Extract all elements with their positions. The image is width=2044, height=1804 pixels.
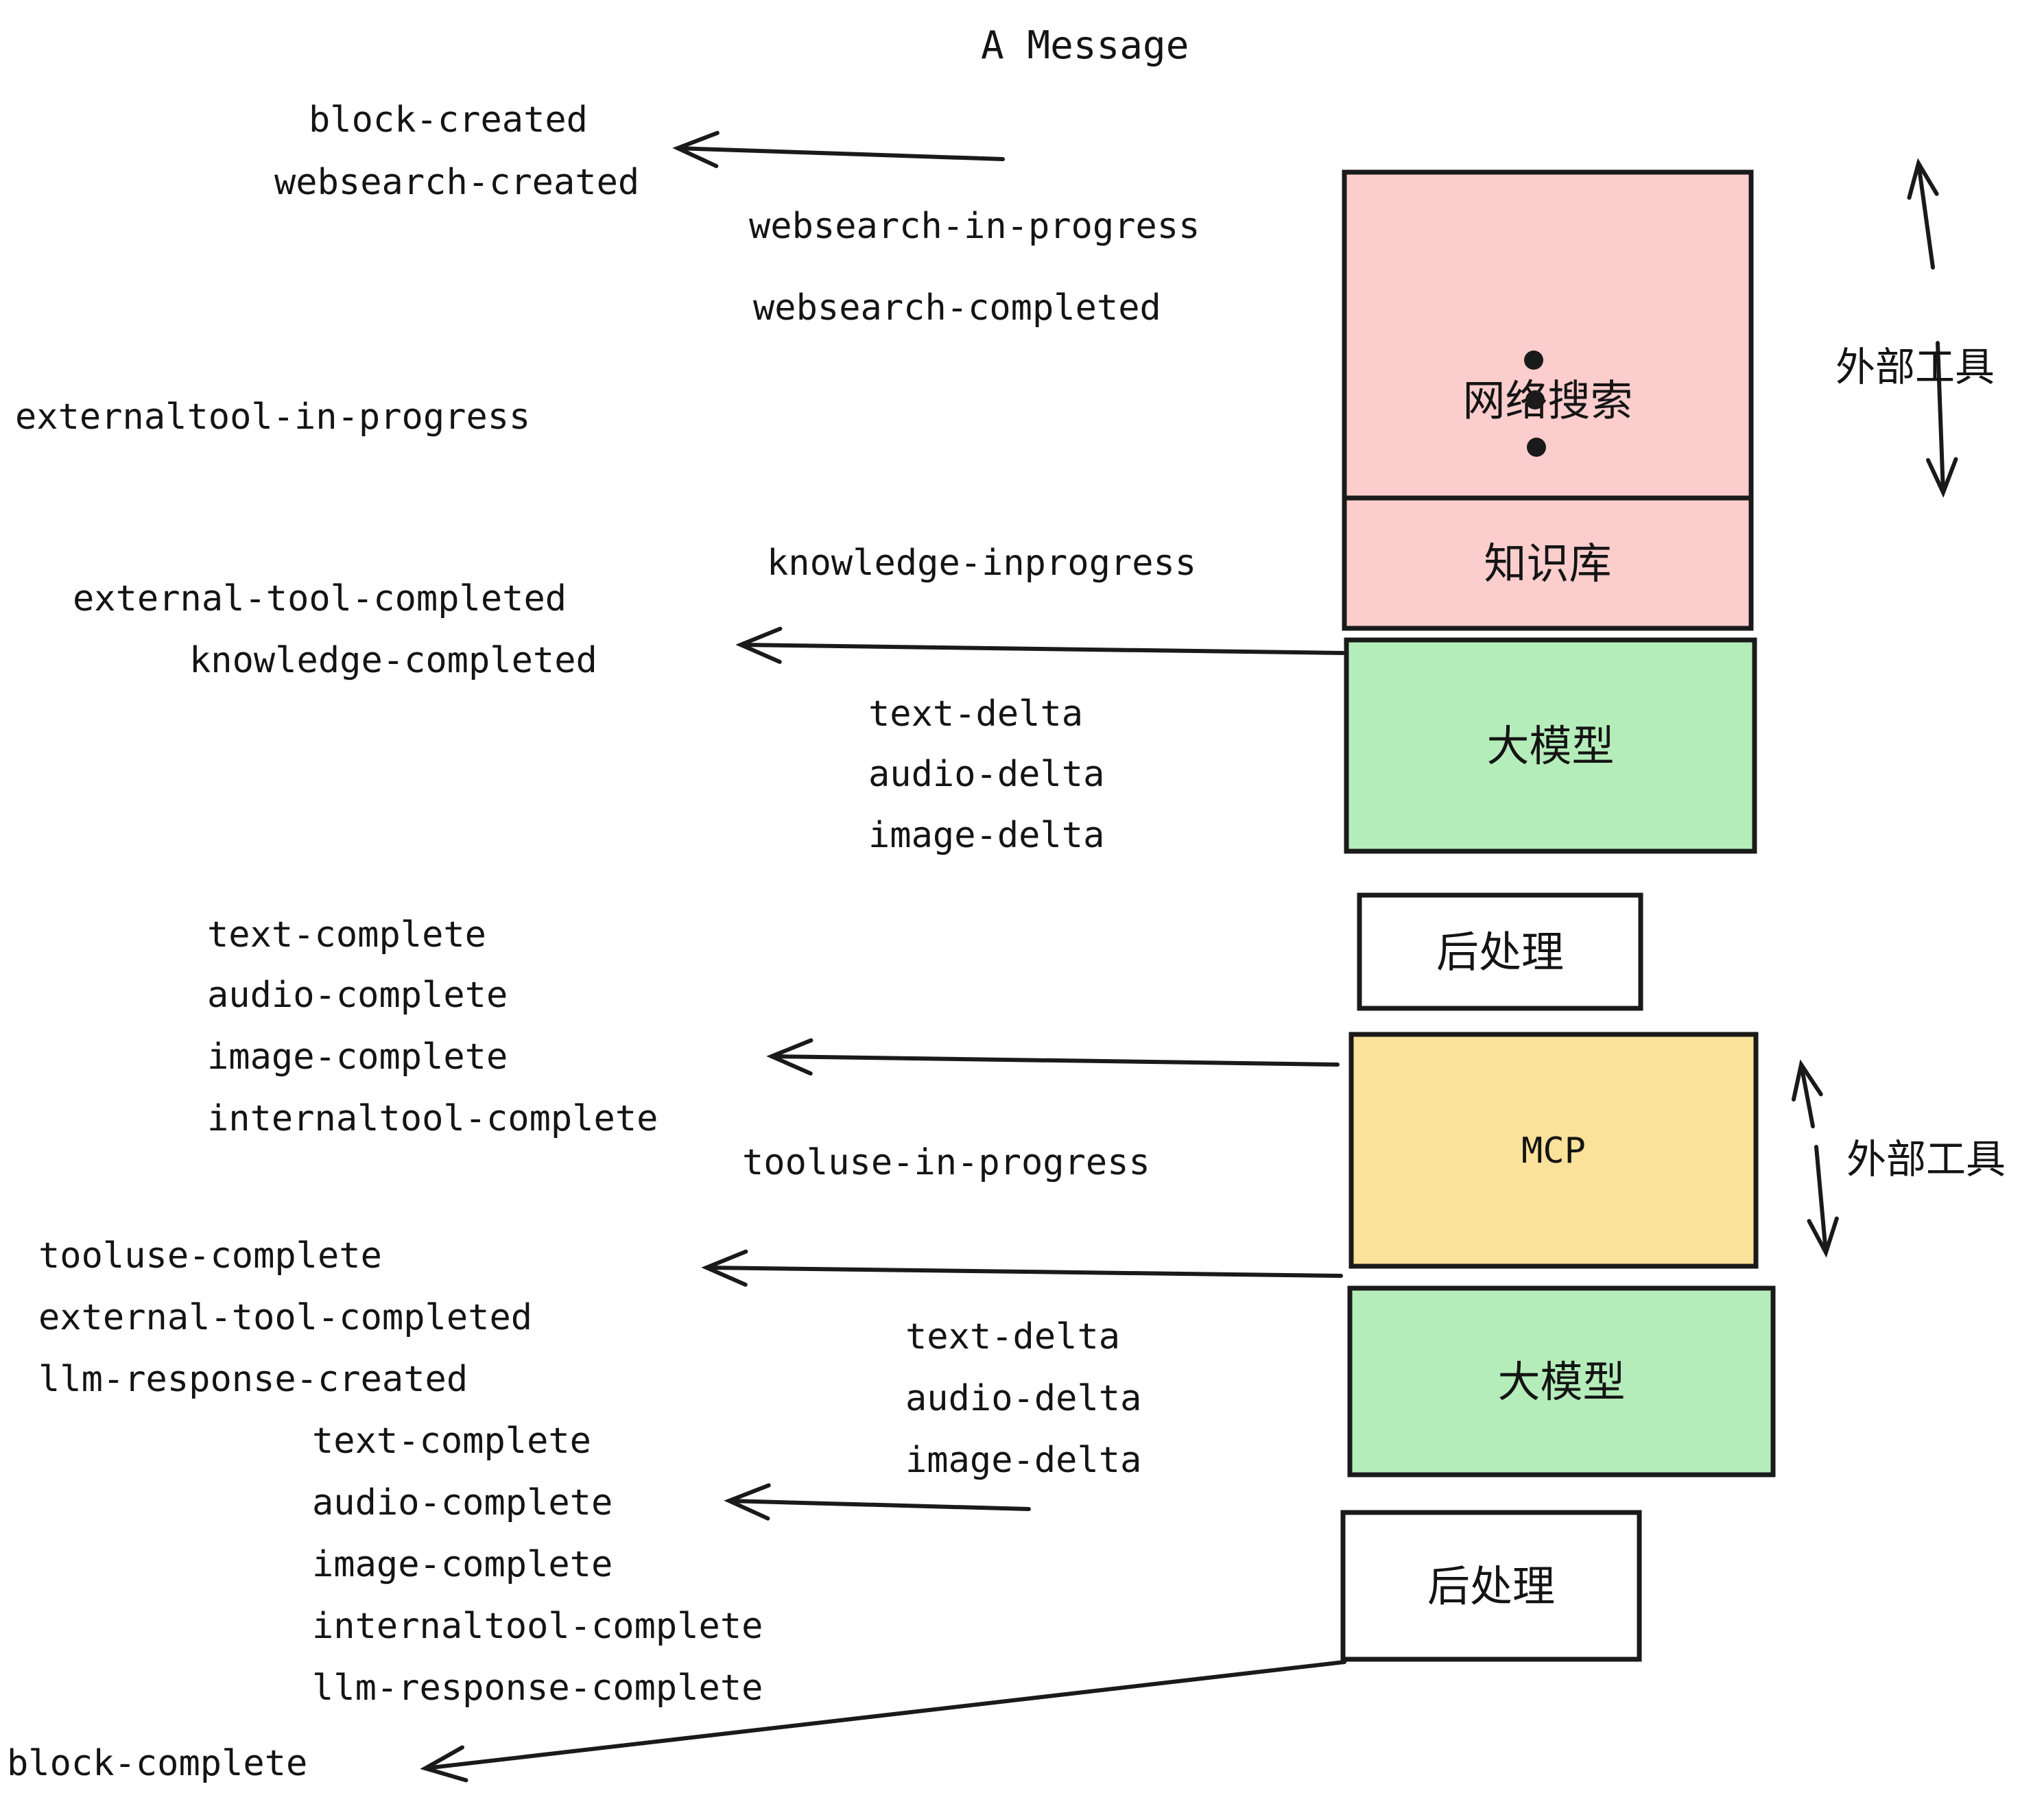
external-tool-arrow-down-top: [1926, 341, 1958, 498]
arrow-mcp-to-tooluse-head: [701, 1249, 748, 1287]
arrow-knowledge-to-completed-head: [735, 626, 783, 664]
event-label-websearch-in-progress: websearch-in-progress: [749, 206, 1200, 247]
external-tool-arrow-up-bottom-head: [1791, 1059, 1823, 1102]
arrow-knowledge-to-completed-line: [739, 643, 1345, 655]
event-label-audio-delta-1: audio-delta: [868, 754, 1104, 795]
event-label-internaltool-complete-1: internaltool-complete: [207, 1098, 658, 1139]
arrow-post-to-imagecomplete-head: [766, 1038, 813, 1076]
event-label-knowledge-inprogress: knowledge-inprogress: [767, 543, 1196, 584]
arrow-llm-to-audiocomplete-line: [727, 1499, 1031, 1511]
node-websearch-label: 网络搜索: [1462, 376, 1632, 426]
arrow-post-to-imagecomplete-line: [770, 1054, 1340, 1067]
event-label-externaltool-in-progress: externaltool-in-progress: [15, 396, 530, 438]
external-tool-arrow-down-top-head: [1926, 457, 1958, 498]
event-label-tooluse-complete: tooluse-complete: [38, 1235, 382, 1277]
event-label-text-complete-2: text-complete: [312, 1421, 591, 1462]
node-post-top[interactable]: 后处理: [1357, 892, 1643, 1011]
node-llm-top[interactable]: 大模型: [1344, 637, 1757, 854]
arrow-post-to-imagecomplete: [766, 1038, 1340, 1076]
node-llm-bottom-shape[interactable]: [1347, 1285, 1776, 1477]
node-llm-top-label: 大模型: [1486, 721, 1614, 771]
external-tool-arrow-up-top-line: [1916, 161, 1935, 270]
arrow-post-to-blockcomplete: [420, 1660, 1346, 1783]
arrow-websearch-to-blockcreated-line: [676, 146, 1005, 161]
event-label-text-complete-1: text-complete: [207, 914, 486, 956]
node-mcp-label: MCP: [1521, 1130, 1586, 1172]
ellipsis-dot-3: [1527, 438, 1546, 457]
event-label-llm-response-created: llm-response-created: [38, 1359, 468, 1400]
external-tool-arrow-up-top: [1907, 158, 1939, 270]
event-label-image-complete-2: image-complete: [312, 1544, 613, 1585]
event-label-audio-complete-1: audio-complete: [207, 975, 508, 1016]
arrow-mcp-to-tooluse: [701, 1249, 1343, 1287]
event-label-external-tool-completed-1: external-tool-completed: [73, 578, 567, 619]
event-label-internaltool-complete-2: internaltool-complete: [312, 1606, 763, 1647]
node-knowledge[interactable]: 知识库: [1342, 495, 1754, 631]
arrow-websearch-to-blockcreated-head: [672, 130, 720, 169]
side-label-external-tool-top: 外部工具: [1835, 344, 1995, 390]
event-label-websearch-completed: websearch-completed: [753, 287, 1161, 329]
node-post-bottom-label: 后处理: [1427, 1561, 1555, 1611]
node-knowledge-shape[interactable]: [1342, 495, 1754, 631]
page-title: A Message: [981, 23, 1189, 68]
node-post-top-shape[interactable]: [1357, 892, 1643, 1011]
external-tool-arrow-down-bottom-head: [1807, 1216, 1839, 1258]
arrow-post-to-blockcomplete-line: [423, 1660, 1346, 1770]
node-post-top-label: 后处理: [1436, 927, 1564, 977]
arrow-knowledge-to-completed: [735, 626, 1345, 664]
external-tool-arrow-down-top-line: [1936, 341, 1945, 495]
external-tool-arrow-up-bottom-line: [1799, 1063, 1815, 1128]
node-knowledge-label: 知识库: [1484, 538, 1611, 589]
event-label-tooluse-in-progress: tooluse-in-progress: [742, 1142, 1150, 1183]
arrow-websearch-to-blockcreated: [672, 130, 1005, 169]
node-mcp-shape[interactable]: [1348, 1032, 1759, 1269]
arrow-llm-to-audiocomplete-head: [724, 1483, 771, 1521]
event-label-image-delta-2: image-delta: [905, 1440, 1141, 1481]
event-label-knowledge-completed: knowledge-completed: [189, 640, 597, 681]
node-post-bottom[interactable]: 后处理: [1340, 1510, 1642, 1662]
external-tool-arrow-down-bottom: [1807, 1145, 1839, 1258]
node-llm-bottom[interactable]: 大模型: [1347, 1285, 1776, 1477]
event-label-image-complete-1: image-complete: [207, 1036, 508, 1078]
external-tool-arrow-up-top-head: [1907, 158, 1939, 200]
side-label-external-tool-bottom: 外部工具: [1846, 1136, 2006, 1183]
event-label-image-delta-1: image-delta: [868, 815, 1104, 856]
node-llm-top-shape[interactable]: [1344, 637, 1757, 854]
event-label-audio-delta-2: audio-delta: [905, 1378, 1141, 1419]
event-label-audio-complete-2: audio-complete: [312, 1482, 613, 1523]
node-mcp[interactable]: MCP: [1348, 1032, 1759, 1269]
event-label-websearch-created: websearch-created: [274, 162, 639, 203]
event-label-text-delta-1: text-delta: [868, 693, 1083, 735]
node-post-bottom-shape[interactable]: [1340, 1510, 1642, 1662]
ellipsis-dot-1: [1524, 351, 1543, 370]
arrow-llm-to-audiocomplete: [724, 1483, 1031, 1521]
external-tool-arrow-up-bottom: [1791, 1059, 1823, 1128]
node-llm-bottom-label: 大模型: [1497, 1357, 1625, 1407]
external-tool-arrow-down-bottom-line: [1814, 1145, 1828, 1255]
ellipsis-dot-2: [1525, 390, 1545, 410]
event-label-block-complete: block-complete: [7, 1743, 307, 1784]
event-label-llm-response-complete: llm-response-complete: [312, 1667, 763, 1709]
event-label-text-delta-2: text-delta: [905, 1316, 1120, 1357]
event-label-external-tool-completed-2: external-tool-completed: [38, 1297, 532, 1338]
arrow-post-to-blockcomplete-head: [420, 1745, 468, 1783]
event-label-block-created: block-created: [309, 99, 588, 141]
arrow-mcp-to-tooluse-line: [704, 1266, 1343, 1278]
